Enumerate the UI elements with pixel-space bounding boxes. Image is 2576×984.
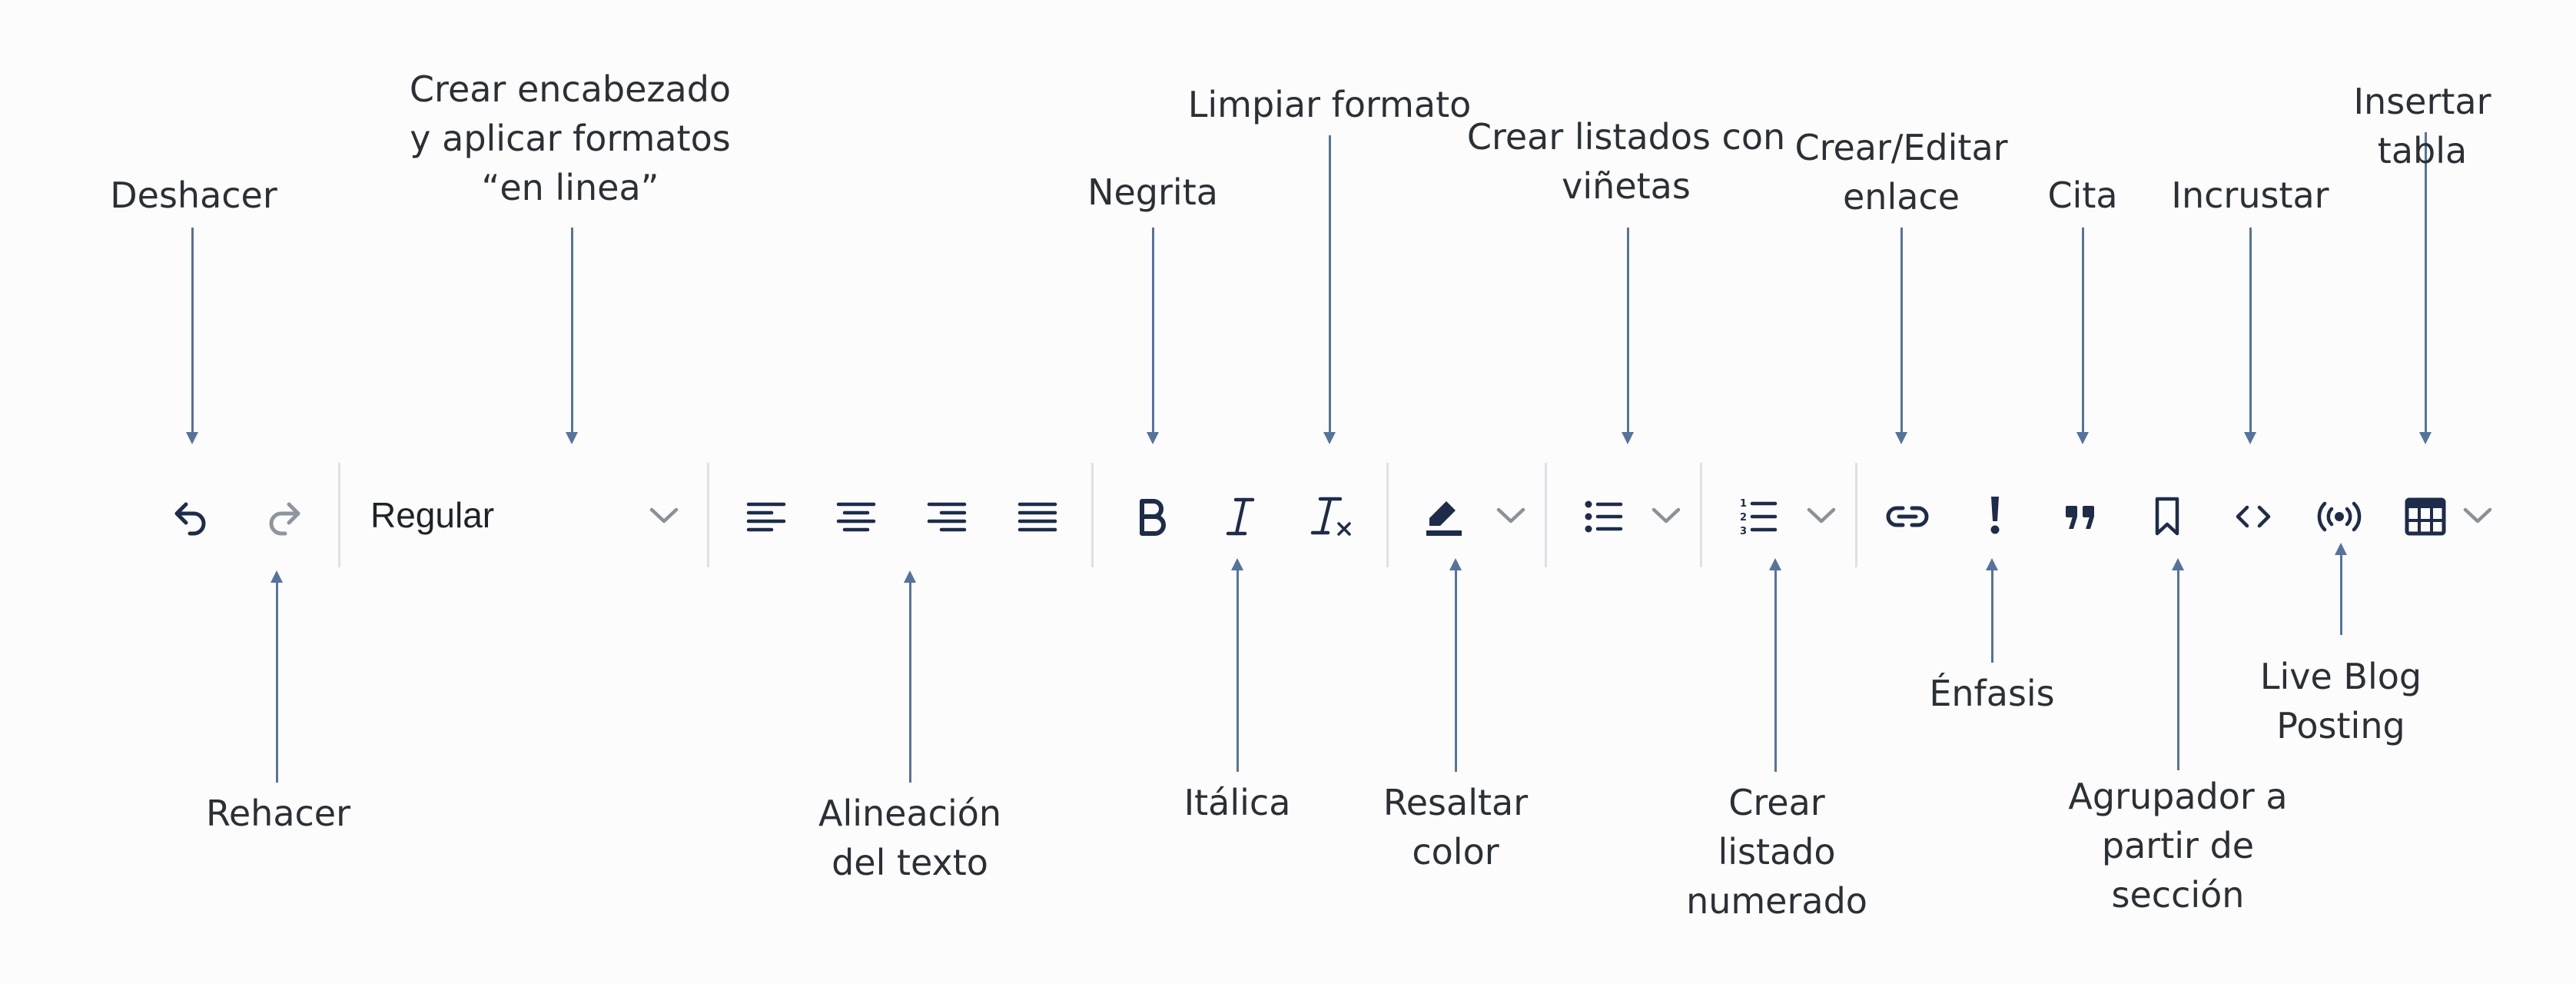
svg-text:3: 3 [1740,526,1747,537]
highlight-icon[interactable] [1423,495,1466,538]
arrow-italic [1231,558,1243,772]
bookmark-icon[interactable] [2150,495,2184,538]
toolbar-separator [707,463,709,567]
chevron-down-icon[interactable] [647,504,681,527]
chevron-down-icon[interactable] [2461,504,2495,527]
live-blog-icon[interactable] [2315,500,2364,534]
undo-icon[interactable] [169,495,212,538]
toolbar-separator [338,463,340,567]
emphasis-icon[interactable] [1986,494,2004,537]
label-undo: Deshacer [110,175,277,216]
arrow-live-blog [2335,543,2347,635]
label-live-blog: Live Blog Posting [2259,656,2422,746]
clear-format-icon[interactable] [1310,494,1356,539]
label-table: Insertar tabla [2353,81,2491,171]
heading-style-select[interactable]: Regular [370,495,495,535]
label-emphasis: Énfasis [1929,673,2055,714]
arrow-bold [1147,228,1159,444]
arrow-embed [2244,228,2256,444]
italic-icon[interactable] [1222,495,1259,538]
chevron-down-icon[interactable] [1804,504,1838,527]
arrow-emphasis [1986,558,1998,663]
chevron-down-icon[interactable] [1649,504,1683,527]
label-italic: Itálica [1183,782,1291,823]
label-numbered-list: Crear listado numerado [1686,782,1867,922]
label-heading: Crear encabezado y aplicar formatos “en … [409,68,732,208]
toolbar-separator [1545,463,1547,567]
label-section-grouper: Agrupador a partir de sección [2068,776,2288,916]
arrow-table [2419,132,2432,444]
label-embed: Incrustar [2171,175,2329,216]
arrow-quote [2076,228,2089,444]
label-bold: Negrita [1087,171,1218,213]
bold-icon[interactable] [1133,495,1170,538]
bullet-list-icon[interactable] [1584,498,1624,535]
quote-icon[interactable] [2063,501,2100,532]
toolbar-separator [1855,463,1857,567]
arrow-clear-format [1323,135,1336,444]
label-redo: Rehacer [205,793,351,834]
redo-icon[interactable] [263,495,306,538]
arrow-link [1895,228,1907,444]
arrow-heading [566,228,578,444]
label-bullet-list: Crear listados con viñetas [1466,116,1786,207]
arrow-highlight [1449,558,1462,772]
align-center-icon[interactable] [836,500,876,534]
toolbar-separator [1091,463,1094,567]
arrow-bullet-list [1622,228,1634,444]
label-highlight: Resaltar color [1383,782,1529,873]
table-icon[interactable] [2404,497,2447,537]
toolbar-separator [1700,463,1702,567]
numbered-list-icon[interactable]: 1 2 3 [1738,497,1778,537]
link-icon[interactable] [1884,503,1930,530]
arrow-section-grouper [2172,558,2184,770]
label-align: Alineación del texto [818,793,1002,883]
svg-text:2: 2 [1740,512,1747,524]
embed-icon[interactable] [2233,503,2273,530]
arrow-numbered-list [1769,558,1781,772]
chevron-down-icon[interactable] [1494,504,1528,527]
label-clear-format: Limpiar formato [1187,84,1472,125]
svg-text:1: 1 [1740,498,1747,510]
arrow-redo [271,570,283,783]
align-left-icon[interactable] [746,500,786,534]
label-link: Crear/Editar enlace [1794,127,2008,218]
toolbar-separator [1386,463,1389,567]
align-right-icon[interactable] [927,500,967,534]
arrow-align [904,570,916,783]
align-justify-icon[interactable] [1017,500,1057,534]
arrow-undo [186,228,198,444]
label-quote: Cita [2047,175,2118,216]
